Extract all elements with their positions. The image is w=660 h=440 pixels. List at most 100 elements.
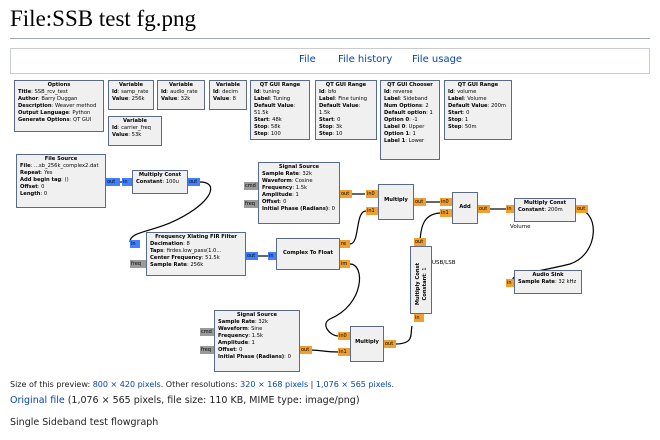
port-multiply2-in0[interactable]: in0 [338,332,350,340]
block-freq-xlating-fir-filter[interactable]: Frequency Xlating FIR Filter Decimation:… [146,232,246,276]
port-mult-const-usb-in[interactable]: in [414,314,424,322]
block-param: Amplitude: 1 [262,192,299,198]
port-mult-const-usb-out[interactable]: out [414,238,426,246]
block-variable-audio-rate[interactable]: Variable Id: audio_rate Value: 32k [157,80,205,110]
block-qt-gui-range-tuning[interactable]: QT GUI Range Id: tuning Label: Tuning De… [250,80,310,140]
block-param: Step: 100 [254,131,281,137]
port-c2f-re[interactable]: re [340,240,350,248]
tab-file-usage[interactable]: File usage [412,54,463,65]
block-multiply-2[interactable]: Multiply [350,326,384,362]
port-add-in0[interactable]: in0 [440,198,452,206]
block-title: File Source [44,156,78,162]
port-multiply1-out[interactable]: out [414,198,426,206]
port-sig-src2-out[interactable]: out [300,346,312,354]
tab-file[interactable]: File [299,54,316,65]
block-signal-source-1[interactable]: Signal Source Sample Rate: 32k Waveform:… [258,162,340,224]
block-title: Complex To Float [282,250,334,256]
res-link-320[interactable]: 320 × 168 pixels [240,380,309,389]
block-param: Decimation: 8 [150,241,190,247]
block-param: Value: 53k [112,132,142,138]
block-qt-gui-range-bfo[interactable]: QT GUI Range Id: bfo Label: Fine tuning … [315,80,377,140]
port-file-source-out[interactable]: out [106,178,120,186]
block-title: Audio Sink [532,272,564,278]
block-qt-gui-range-volume[interactable]: QT GUI Range Id: volume Label: Volume De… [444,80,512,140]
port-fir-in[interactable]: in [130,240,140,248]
port-sig-src1-cmd[interactable]: cmd [244,182,258,190]
port-multiply1-in0[interactable]: in0 [366,190,378,198]
block-param: Author: Barry Duggan [18,96,78,102]
block-multiply-const-volume[interactable]: Multiply Const Constant: 200m [514,198,576,222]
block-param: Repeat: Yes [20,170,53,176]
block-signal-source-2[interactable]: Signal Source Sample Rate: 32k Waveform:… [214,310,300,372]
port-mult-const-vol-in[interactable]: in [506,205,514,213]
block-param: Step: 10 [319,131,343,137]
original-file-link[interactable]: Original file [10,395,65,406]
port-fir-out[interactable]: out [246,252,258,260]
port-add-out[interactable]: out [478,205,490,213]
port-multiply2-in1[interactable]: in1 [338,348,350,356]
block-title: Add [459,204,471,210]
port-c2f-im[interactable]: im [340,260,350,268]
block-add[interactable]: Add [452,192,478,224]
block-param: Start: 48k [254,117,282,123]
block-title: Variable [122,118,148,124]
block-multiply-const-1[interactable]: Multiply Const Constant: 100u [132,170,188,194]
usb-lsb-label: USB/LSB [432,260,456,266]
block-variable-decim[interactable]: Variable Id: decim Value: 8 [209,80,247,110]
block-param: Generate Options: QT GUI [18,117,92,123]
block-param: Id: reverse [384,89,413,95]
block-variable-carrier-freq[interactable]: Variable Id: carrier_freq Value: 53k [108,116,162,146]
block-title: Multiply [384,197,408,203]
port-multiply1-in1[interactable]: in1 [366,207,378,215]
block-param: Constant: 200m [518,207,563,213]
block-complex-to-float[interactable]: Complex To Float [276,238,340,270]
block-title: Multiply [355,339,379,345]
block-param: Default Value: 51.5k [254,103,296,116]
block-file-source[interactable]: File Source File: ...sb_256k_complex2.da… [16,154,106,208]
block-param: Label 1: Lower [384,138,425,144]
block-param: Id: bfo [319,89,337,95]
flowgraph-image[interactable]: Options Title: SSB_rcv_test Author: Barr… [10,74,656,376]
block-audio-sink[interactable]: Audio Sink Sample Rate: 32 kHz [514,270,582,294]
block-param: Option 0: -1 [384,117,418,123]
block-param: Stop: 3k [319,124,343,130]
port-mult-const1-out[interactable]: out [188,178,200,186]
port-sig-src2-cmd[interactable]: cmd [200,328,214,336]
block-title: Signal Source [278,164,320,170]
port-fir-freq[interactable]: freq [130,260,146,268]
block-param: Offset: 0 [218,347,243,353]
port-c2f-in[interactable]: in [268,252,276,260]
port-sig-src2-freq[interactable]: freq [200,346,214,354]
block-param: Id: volume [448,89,477,95]
block-qt-gui-chooser[interactable]: QT GUI Chooser Id: reverse Label: Sideba… [380,80,440,160]
tab-file-history[interactable]: File history [338,54,393,65]
block-multiply-1[interactable]: Multiply [378,184,414,220]
block-param: Label: Fine tuning [319,96,368,102]
port-mult-const-vol-out[interactable]: out [576,205,588,213]
block-title: Multiply Const [138,172,182,178]
port-audio-sink-in[interactable]: in [506,279,514,287]
port-add-in1[interactable]: in1 [440,209,452,217]
res-link-1076[interactable]: 1,076 × 565 pixels [315,380,392,389]
block-param: Add begin tag: () [20,177,69,183]
block-param: Title: SSB_rcv_test [18,89,68,95]
block-param: Default option: 1 [384,110,433,116]
block-param: Default Value: 1.5k [319,103,361,116]
block-param: Initial Phase (Radians): 0 [218,354,291,360]
block-options[interactable]: Options Title: SSB_rcv_test Author: Barr… [14,80,104,132]
block-title: Multiply Const [523,200,567,206]
port-mult-const1-in[interactable]: in [122,178,132,186]
block-param: Constant: 100u [136,179,179,185]
block-param: Num Options: 2 [384,103,429,109]
port-multiply2-out[interactable]: out [384,340,396,348]
block-multiply-const-usb[interactable]: Multiply Const Constant: 1 [410,246,432,314]
block-variable-samp-rate[interactable]: Variable Id: samp_rate Value: 256k [108,80,154,110]
preview-size-link[interactable]: 800 × 420 pixels [92,380,161,389]
res-dot: . [391,380,395,389]
volume-label: Volume [510,224,531,230]
block-param: Sample Rate: 256k [150,262,204,268]
res-separator: | [308,380,316,389]
block-param: Id: samp_rate [112,89,149,95]
port-sig-src1-out[interactable]: out [340,190,352,198]
port-sig-src1-freq[interactable]: freq [244,200,258,208]
